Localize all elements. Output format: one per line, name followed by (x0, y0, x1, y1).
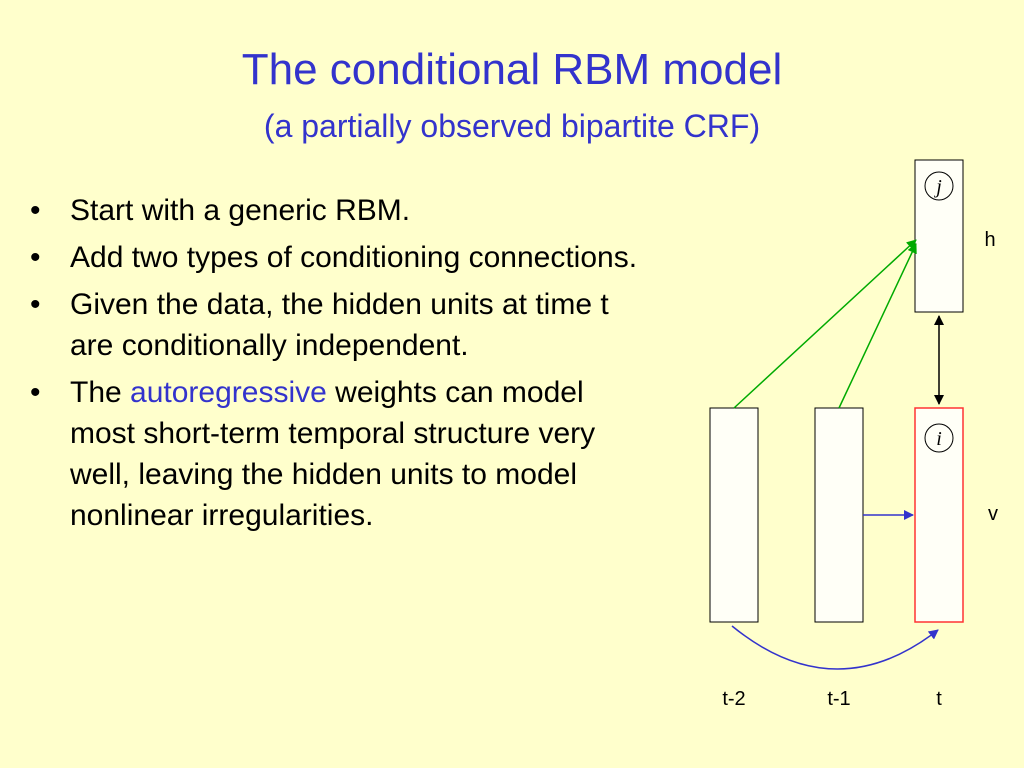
bullet-symbol: • (30, 376, 41, 409)
slide-title: The conditional RBM model (241, 45, 783, 94)
time-label-t: t (936, 688, 942, 710)
bullet-list: • Start with a generic RBM. • Add two ty… (30, 190, 650, 542)
hidden-layer-box (914, 159, 964, 313)
visible-layer-label: v (988, 503, 998, 525)
slide-subtitle: (a partially observed bipartite CRF) (263, 108, 761, 144)
time-label-t-2: t-2 (722, 688, 745, 710)
hidden-layer-label: h (984, 229, 995, 251)
visible-unit-label: i (936, 428, 942, 450)
visible-column-t-1 (814, 407, 864, 623)
bullet-item: • Start with a generic RBM. (30, 190, 650, 231)
bullet-item: • Add two types of conditioning connecti… (30, 237, 650, 278)
bullet-text: Given the data, the hidden units at time… (70, 288, 609, 362)
visible-column-t-2 (709, 407, 759, 623)
directed-connection-t-2-to-hidden (733, 239, 917, 409)
time-label-t-1: t-1 (827, 688, 850, 710)
bullet-symbol: • (30, 288, 41, 321)
directed-connection-t-1-to-hidden (838, 243, 917, 409)
hidden-unit-label: j (933, 176, 942, 198)
bullet-text-suffix: weights can model most short-term tempor… (70, 376, 596, 532)
bullet-symbol: • (30, 241, 41, 274)
bullet-text: Start with a generic RBM. (70, 194, 411, 227)
bullet-text: Add two types of conditioning connection… (70, 241, 638, 274)
visible-unit-circle (924, 423, 954, 453)
autoregressive-connection-t-2 (731, 625, 939, 670)
bullet-highlight-autoregressive: autoregressive (130, 376, 327, 409)
bullet-text-prefix: The (70, 376, 131, 409)
hidden-unit-circle (924, 171, 954, 201)
bullet-symbol: • (30, 194, 41, 227)
bullet-item: • The autoregressive weights can model m… (30, 372, 650, 536)
bullet-item: • Given the data, the hidden units at ti… (30, 284, 650, 366)
